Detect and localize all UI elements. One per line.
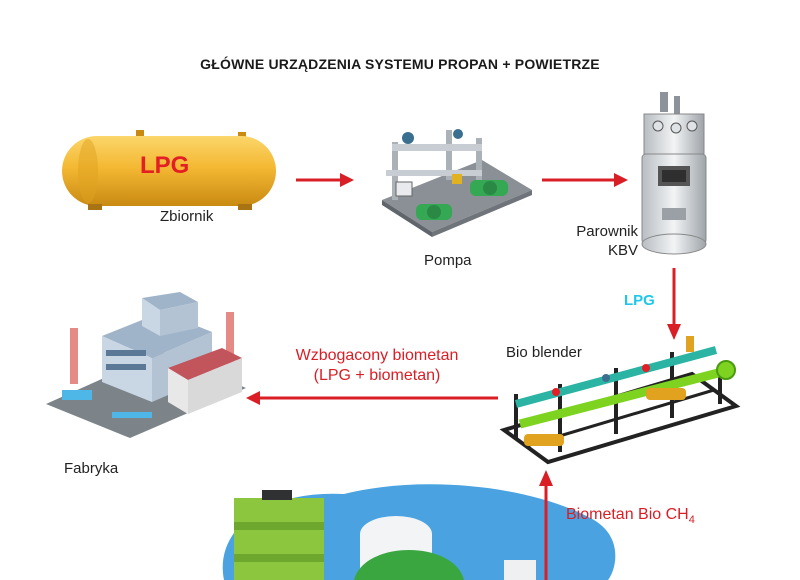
output-flow-label: Wzbogacony biometan (LPG + biometan)	[252, 346, 502, 386]
arrow-biogas-to-blender	[539, 470, 553, 580]
input-flow-text: Biometan Bio CH	[566, 506, 689, 523]
input-flow-label: Biometan Bio CH4	[566, 506, 695, 526]
tank-image	[62, 130, 276, 210]
factory-image	[46, 292, 246, 438]
arrow-blender-to-factory	[246, 391, 498, 405]
vaporizer-image	[641, 92, 707, 255]
pump-label: Pompa	[424, 252, 472, 269]
biogas-plant-image	[222, 484, 616, 580]
output-flow-line1: Wzbogacony biometan	[295, 347, 459, 364]
tank-label: Zbiornik	[160, 208, 214, 225]
tank-marking: LPG	[140, 152, 190, 179]
vaporizer-label-line1: Parownik	[576, 223, 638, 240]
factory-label: Fabryka	[64, 460, 119, 477]
input-flow-subscript: 4	[688, 514, 695, 527]
vaporizer-label: Parownik KBV	[556, 222, 638, 260]
vaporizer-label-line2: KBV	[607, 242, 638, 259]
arrow-pump-to-vaporizer	[542, 173, 628, 187]
pump-skid-image	[382, 129, 532, 237]
blender-label: Bio blender	[506, 344, 582, 361]
output-flow-line2: (LPG + biometan)	[313, 367, 441, 384]
arrow-tank-to-pump	[296, 173, 354, 187]
diagram-title: GŁÓWNE URZĄDZENIA SYSTEMU PROPAN + POWIE…	[200, 56, 600, 72]
lpg-flow-label: LPG	[624, 292, 655, 309]
arrow-vaporizer-to-blender	[667, 268, 681, 340]
bio-blender-image	[499, 336, 741, 465]
